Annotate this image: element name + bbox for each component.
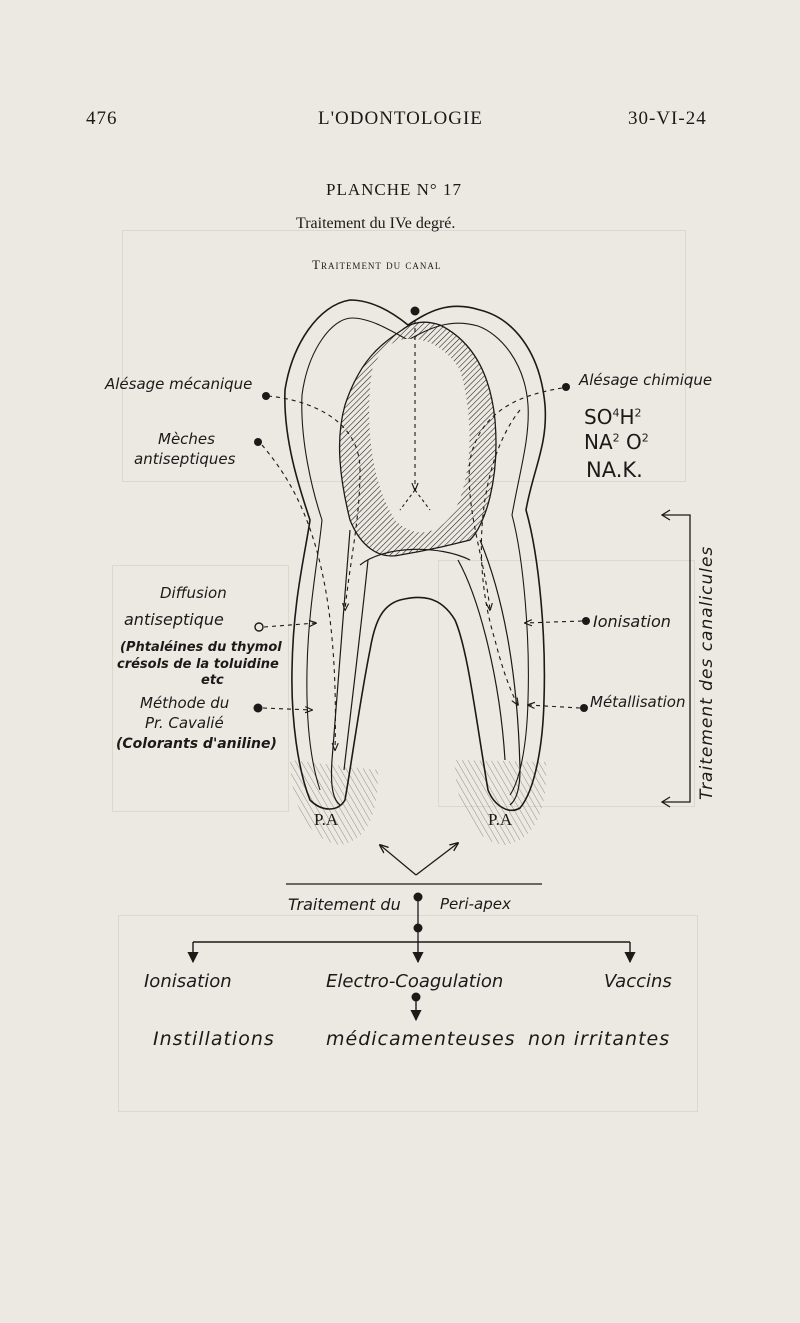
label-peri-apex: Peri-apex bbox=[440, 895, 511, 913]
label-methode-1: Méthode du bbox=[140, 694, 230, 712]
option-ionisation: Ionisation bbox=[144, 971, 232, 992]
label-instillations: Instillations bbox=[153, 1028, 275, 1050]
label-alesage-chimique: Alésage chimique bbox=[579, 371, 713, 389]
option-electro-coagulation: Electro-Coagulation bbox=[326, 971, 504, 992]
dentin-outline bbox=[301, 317, 529, 796]
formula-na2o2: NA2 O2 bbox=[584, 430, 649, 454]
ionisation-arrow bbox=[525, 621, 583, 623]
canal-right-inner bbox=[457, 559, 506, 761]
diffusion-arrow bbox=[263, 623, 316, 628]
journal-title: L'ODONTOLOGIE bbox=[318, 108, 483, 129]
canal-right-outer bbox=[479, 539, 521, 806]
periapex-lesion-left bbox=[290, 760, 378, 845]
formula-so4h2: SO4H2 bbox=[584, 405, 642, 429]
alesage-chimique-arrow bbox=[468, 387, 563, 610]
periapex-lesion-right bbox=[455, 760, 547, 845]
label-phtaleines-2: crésols de la toluidine bbox=[117, 657, 279, 672]
plate-subtitle: Traitement du IVe degré. bbox=[296, 215, 456, 232]
label-canalicules: Traitement des canalicules bbox=[697, 545, 717, 800]
canalicules-bracket bbox=[662, 514, 691, 803]
label-medicamenteuses: médicamenteuses bbox=[326, 1028, 516, 1050]
bleed-through-area bbox=[118, 915, 698, 1112]
apex-label-right: P.A bbox=[488, 810, 513, 829]
option-vaccins: Vaccins bbox=[604, 971, 672, 992]
section-title: Traitement du canal bbox=[312, 257, 442, 272]
label-alesage-mecanique: Alésage mécanique bbox=[105, 375, 253, 393]
tooth-outline bbox=[284, 299, 547, 812]
label-meches-1: Mèches bbox=[158, 430, 215, 448]
alesage-mecanique-arrow bbox=[267, 395, 361, 610]
formula-nak: NA.K. bbox=[586, 458, 643, 482]
canal-left-outer bbox=[330, 529, 351, 806]
metallisation-arrow bbox=[528, 705, 581, 708]
label-methode-2: Pr. Cavalié bbox=[145, 714, 224, 732]
bleed-through-area bbox=[112, 565, 289, 812]
methode-arrow bbox=[262, 708, 312, 710]
canal-left-inner bbox=[343, 559, 369, 771]
label-meches-2: antiseptiques bbox=[134, 450, 236, 468]
bleed-through-area bbox=[438, 560, 695, 807]
label-diffusion-2: antiseptique bbox=[124, 610, 224, 629]
label-phtaleines-1: (Phtaléines du thymol bbox=[120, 640, 282, 655]
issue-date: 30-VI-24 bbox=[628, 108, 707, 129]
label-metallisation: Métallisation bbox=[590, 693, 686, 711]
label-ionisation-right: Ionisation bbox=[593, 612, 671, 631]
meches-arrow bbox=[261, 444, 335, 750]
plate-title: PLANCHE N° 17 bbox=[326, 180, 462, 199]
label-diffusion-1: Diffusion bbox=[160, 584, 227, 602]
apex-label-left: P.A bbox=[314, 810, 339, 829]
label-methode-3: (Colorants d'aniline) bbox=[116, 736, 277, 752]
label-traitement-du: Traitement du bbox=[288, 895, 401, 914]
pulp-core bbox=[369, 338, 470, 533]
label-phtaleines-3: etc bbox=[201, 673, 224, 688]
entry-point-dot bbox=[410, 306, 420, 316]
page-number: 476 bbox=[86, 108, 118, 129]
label-non-irritantes: non irritantes bbox=[528, 1028, 671, 1050]
